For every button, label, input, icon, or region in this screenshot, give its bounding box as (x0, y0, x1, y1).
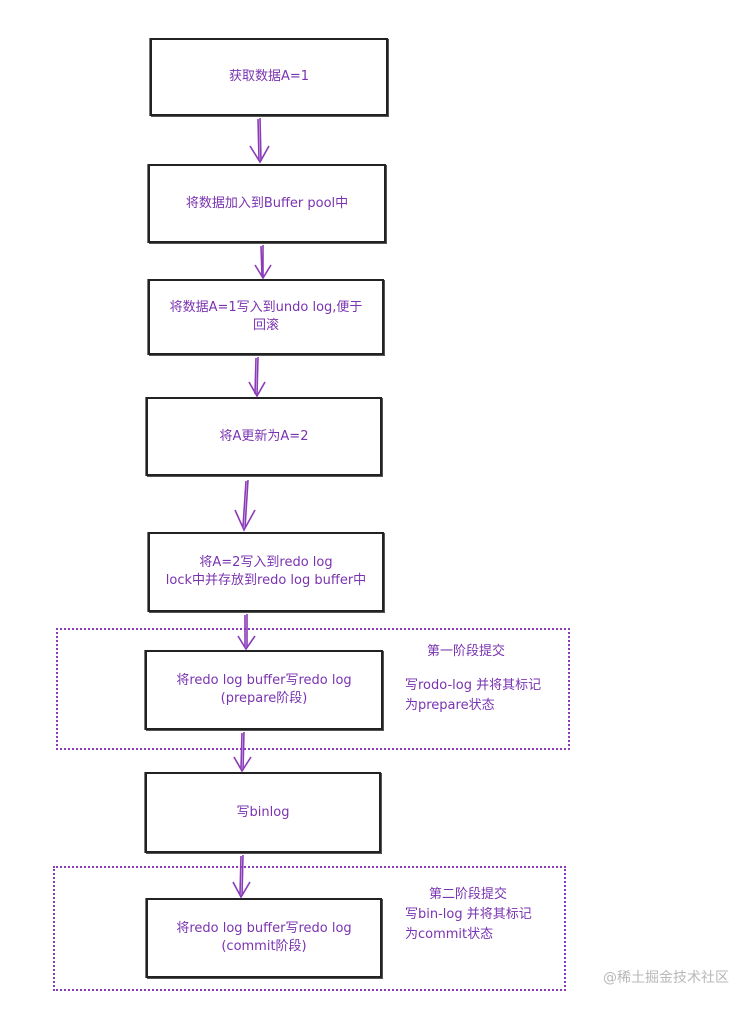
step-5-text-line-1: 将A=2写入到redo log (199, 555, 333, 570)
arrow-5-icon (237, 614, 256, 651)
step-6-box: 将redo log buffer写redo log (prepare阶段) (145, 650, 383, 730)
step-6-text-line-2: (prepare阶段) (220, 691, 308, 706)
step-8-text-line-2: (commit阶段) (221, 939, 307, 954)
arrow-1-icon (249, 117, 270, 164)
step-3-text-line-1: 将数据A=1写入到undo log,便于 (169, 300, 363, 315)
phase2-region (53, 866, 566, 991)
phase1-title: 第一阶段提交 (427, 644, 506, 659)
arrow-2-icon (254, 245, 272, 280)
step-1-text: 获取数据A=1 (228, 69, 310, 84)
watermark-text: @稀土掘金技术社区 (603, 970, 729, 986)
step-7-text: 写binlog (236, 804, 290, 820)
arrow-3-icon (248, 356, 266, 398)
step-2-text: 将数据加入到Buffer pool中 (185, 195, 349, 211)
phase2-desc-line-2: 为commit状态 (405, 927, 494, 942)
step-3-text-line-2: 回滚 (252, 318, 279, 333)
step-7-box: 写binlog (145, 772, 381, 853)
step-5-box: 将A=2写入到redo log lock中并存放到redo log buffer… (148, 532, 384, 612)
phase1-note: 第一阶段提交 写rodo-log 并将其标记 为prepare状态 (405, 642, 541, 716)
step-8-text-line-1: 将redo log buffer写redo log (176, 921, 352, 936)
step-3-box: 将数据A=1写入到undo log,便于 回滚 (148, 279, 384, 355)
step-1-box: 获取数据A=1 (150, 38, 388, 116)
step-4-box: 将A更新为A=2 (146, 397, 382, 476)
step-2-box: 将数据加入到Buffer pool中 (148, 164, 386, 243)
arrow-4-icon (234, 479, 256, 532)
step-6-text-line-1: 将redo log buffer写redo log (176, 673, 352, 688)
step-4-text: 将A更新为A=2 (219, 428, 309, 444)
phase1-desc-line-1: 写rodo-log 并将其标记 (405, 678, 542, 693)
arrow-7-icon (232, 854, 251, 899)
phase2-desc-line-1: 写bin-log 并将其标记 (405, 907, 532, 922)
arrow-6-icon (233, 731, 252, 773)
step-8-box: 将redo log buffer写redo log (commit阶段) (146, 898, 382, 978)
phase2-note: 第二阶段提交 写bin-log 并将其标记 为commit状态 (405, 885, 532, 945)
phase1-region (56, 628, 570, 750)
phase1-desc-line-2: 为prepare状态 (405, 698, 495, 713)
step-5-text-line-2: lock中并存放到redo log buffer中 (165, 573, 367, 588)
phase2-title: 第二阶段提交 (429, 887, 508, 902)
